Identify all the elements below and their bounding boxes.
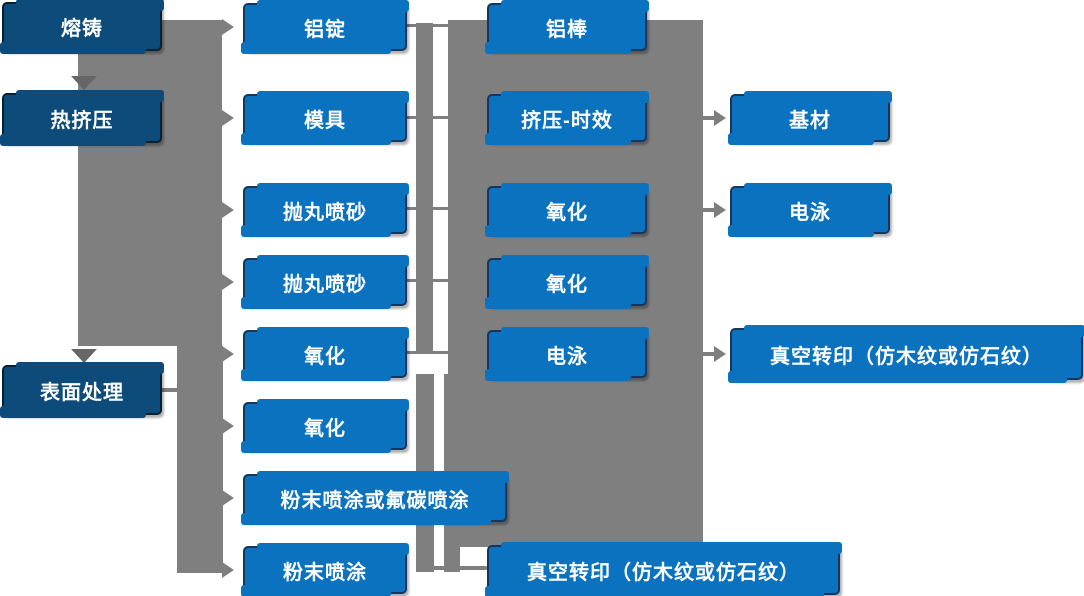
arrow-to-surface-treatment [71,349,97,363]
arrow-to-powder-or-fluorocarbon [222,490,234,506]
stub-surface-treatment [162,388,177,392]
arrow-to-electrophoresis-2 [714,202,726,218]
bar-mid-upper [416,23,433,354]
node-melting-casting-label: 熔铸 [61,18,103,40]
node-oxidation-3-label: 氧化 [546,201,588,224]
node-oxidation-2-label: 氧化 [304,417,346,440]
node-aluminum-rod-label: 铝棒 [546,18,588,41]
node-oxidation-1: 氧化 [241,327,409,381]
arrow-to-vacuum-transfer-right [714,346,726,362]
node-vacuum-transfer-bottom: 真空转印（仿木纹或仿石纹） [485,542,842,596]
link-row-2 [407,116,448,119]
node-aluminum-rod: 铝棒 [485,0,649,54]
link-row-4 [407,279,448,282]
arrow-to-powder-coating [222,562,234,578]
stub-electrophoresis-2 [703,208,715,212]
arrow-to-mold [222,110,234,126]
arrow-to-shot-blasting-2 [222,274,234,290]
node-shot-blasting-1: 抛丸喷砂 [241,183,409,237]
node-vacuum-transfer-right-label: 真空转印（仿木纹或仿石纹） [770,345,1043,368]
node-oxidation-2: 氧化 [241,399,409,453]
node-melting-casting: 熔铸 [0,0,164,54]
node-oxidation-4-label: 氧化 [546,273,588,296]
node-oxidation-3: 氧化 [485,183,649,237]
node-extrusion-aging-label: 挤压-时效 [521,109,613,132]
arrow-to-hot-extrusion [71,76,97,90]
node-powder-coating: 粉末喷涂 [241,543,409,596]
node-powder-or-fluorocarbon-label: 粉末喷涂或氟碳喷涂 [280,489,470,512]
node-aluminum-ingot-label: 铝锭 [304,18,346,41]
node-shot-blasting-2-label: 抛丸喷砂 [283,273,367,296]
node-surface-treatment: 表面处理 [0,362,164,418]
node-electrophoresis-1: 电泳 [485,327,649,381]
stub-base-material [703,116,715,120]
node-powder-or-fluorocarbon: 粉末喷涂或氟碳喷涂 [241,471,509,525]
stub-vacuum-transfer [703,352,715,356]
node-hot-extrusion: 热挤压 [0,90,164,146]
node-vacuum-transfer-right: 真空转印（仿木纹或仿石纹） [728,325,1084,383]
node-shot-blasting-1-label: 抛丸喷砂 [283,201,367,224]
arrow-to-base-material [714,110,726,126]
node-hot-extrusion-label: 热挤压 [50,109,114,132]
arrow-to-shot-blasting-1 [222,202,234,218]
node-aluminum-ingot: 铝锭 [241,0,409,54]
node-vacuum-transfer-bottom-label: 真空转印（仿木纹或仿石纹） [527,561,800,584]
node-electrophoresis-1-label: 电泳 [546,345,588,368]
node-electrophoresis-2: 电泳 [728,183,892,237]
node-base-material-label: 基材 [789,109,831,132]
node-oxidation-4: 氧化 [485,255,649,309]
node-powder-coating-label: 粉末喷涂 [283,561,367,584]
arrow-to-aluminum-ingot [222,19,234,35]
link-row-1 [407,24,448,27]
arrow-to-oxidation-2 [222,418,234,434]
node-shot-blasting-2: 抛丸喷砂 [241,255,409,309]
node-oxidation-1-label: 氧化 [304,345,346,368]
arrow-to-oxidation-1 [222,346,234,362]
node-mold: 模具 [241,91,409,145]
node-base-material: 基材 [728,91,892,145]
node-extrusion-aging: 挤压-时效 [485,91,649,145]
link-row-3 [407,207,448,210]
node-electrophoresis-2-label: 电泳 [789,201,831,224]
band-main [78,20,222,346]
band-surface [177,346,223,573]
link-bottom-transfer [432,566,487,570]
link-row-5 [407,351,448,354]
node-mold-label: 模具 [304,109,346,132]
node-surface-treatment-label: 表面处理 [40,381,124,404]
